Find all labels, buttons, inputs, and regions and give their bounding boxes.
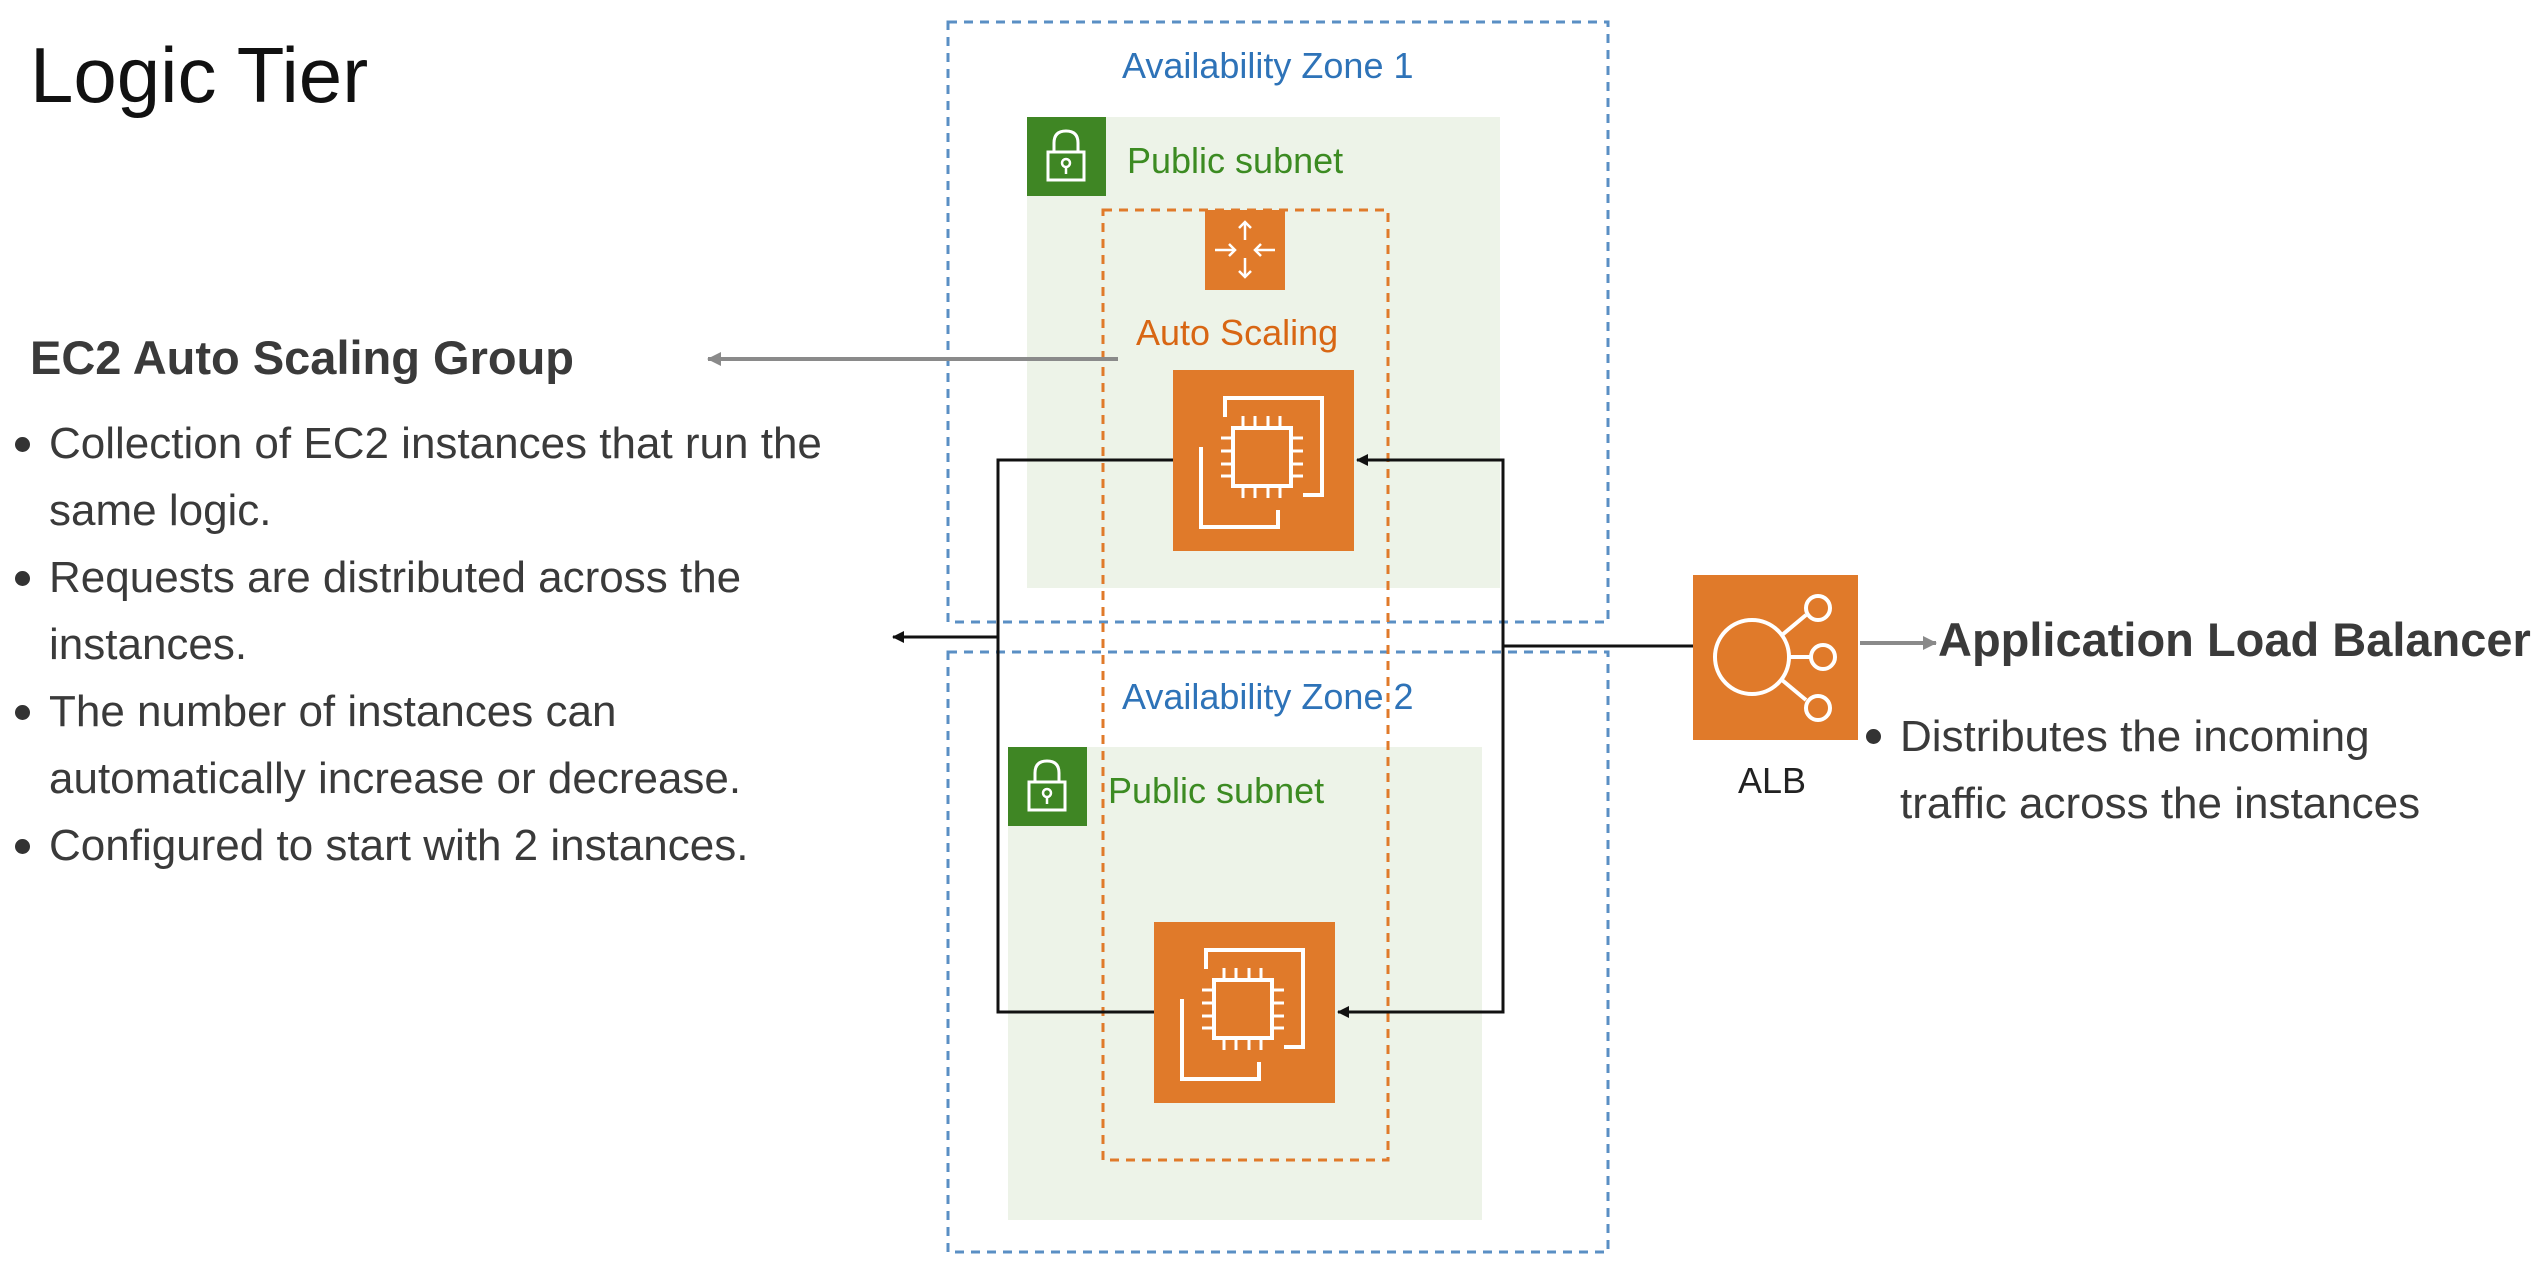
load-balancer-icon <box>1693 575 1858 740</box>
bullet-dot <box>15 571 30 586</box>
alb-bullet-1-line-2: traffic across the instances <box>1900 779 2421 828</box>
asg-bullet-4: Configured to start with 2 instances. <box>12 812 912 879</box>
asg-heading: EC2 Auto Scaling Group <box>30 331 575 384</box>
asg-bullet-list: Collection of EC2 instances that run the… <box>12 410 912 879</box>
auto-scaling-label: Auto Scaling <box>1136 312 1339 353</box>
availability-zone-1-box <box>946 20 1610 624</box>
alb-bullet-list: Distributes the incoming traffic across … <box>1862 703 2542 837</box>
public-subnet-2-label: Public subnet <box>1108 770 1325 811</box>
asg-bullet-3: The number of instances can automaticall… <box>12 678 912 812</box>
alb-label: ALB <box>1738 760 1807 801</box>
alb-to-instance-2-connector <box>1337 646 1505 1018</box>
asg-bullet-1-line-2: same logic. <box>49 486 272 535</box>
asg-bullet-4-line-1: Configured to start with 2 instances. <box>49 821 749 870</box>
asg-bullet-3-line-1: The number of instances can <box>49 687 617 736</box>
bullet-dot <box>15 705 30 720</box>
asg-bullet-2-line-2: instances. <box>49 620 248 669</box>
asg-bullet-2: Requests are distributed across the inst… <box>12 544 912 678</box>
asg-bullet-2-line-1: Requests are distributed across the <box>49 553 742 602</box>
alb-bullet-1: Distributes the incoming traffic across … <box>1862 703 2542 837</box>
asg-bullet-3-line-2: automatically increase or decrease. <box>49 754 742 803</box>
alb-to-instances-connector <box>1356 454 1693 648</box>
instances-left-connector <box>996 458 1173 1014</box>
bullet-dot <box>15 437 30 452</box>
availability-zone-2-label: Availability Zone 2 <box>1122 676 1414 717</box>
ec2-instance-icon <box>1154 922 1335 1103</box>
alb-bullet-1-line-1: Distributes the incoming <box>1900 712 2370 761</box>
lock-icon <box>1008 747 1087 826</box>
auto-scaling-group-box <box>1101 208 1390 1162</box>
ec2-instance-icon <box>1173 370 1354 551</box>
asg-bullet-1-line-1: Collection of EC2 instances that run the <box>49 419 822 468</box>
public-subnet-1-label: Public subnet <box>1127 140 1344 181</box>
availability-zone-1-label: Availability Zone 1 <box>1122 45 1414 86</box>
bullet-dot <box>15 839 30 854</box>
asg-bullet-1: Collection of EC2 instances that run the… <box>12 410 912 544</box>
bullet-dot <box>1866 729 1881 744</box>
alb-heading: Application Load Balancer <box>1938 613 2531 666</box>
availability-zone-2-box <box>946 650 1610 1254</box>
auto-scaling-icon <box>1205 210 1285 290</box>
page-title: Logic Tier <box>30 31 369 119</box>
lock-icon <box>1027 117 1106 196</box>
